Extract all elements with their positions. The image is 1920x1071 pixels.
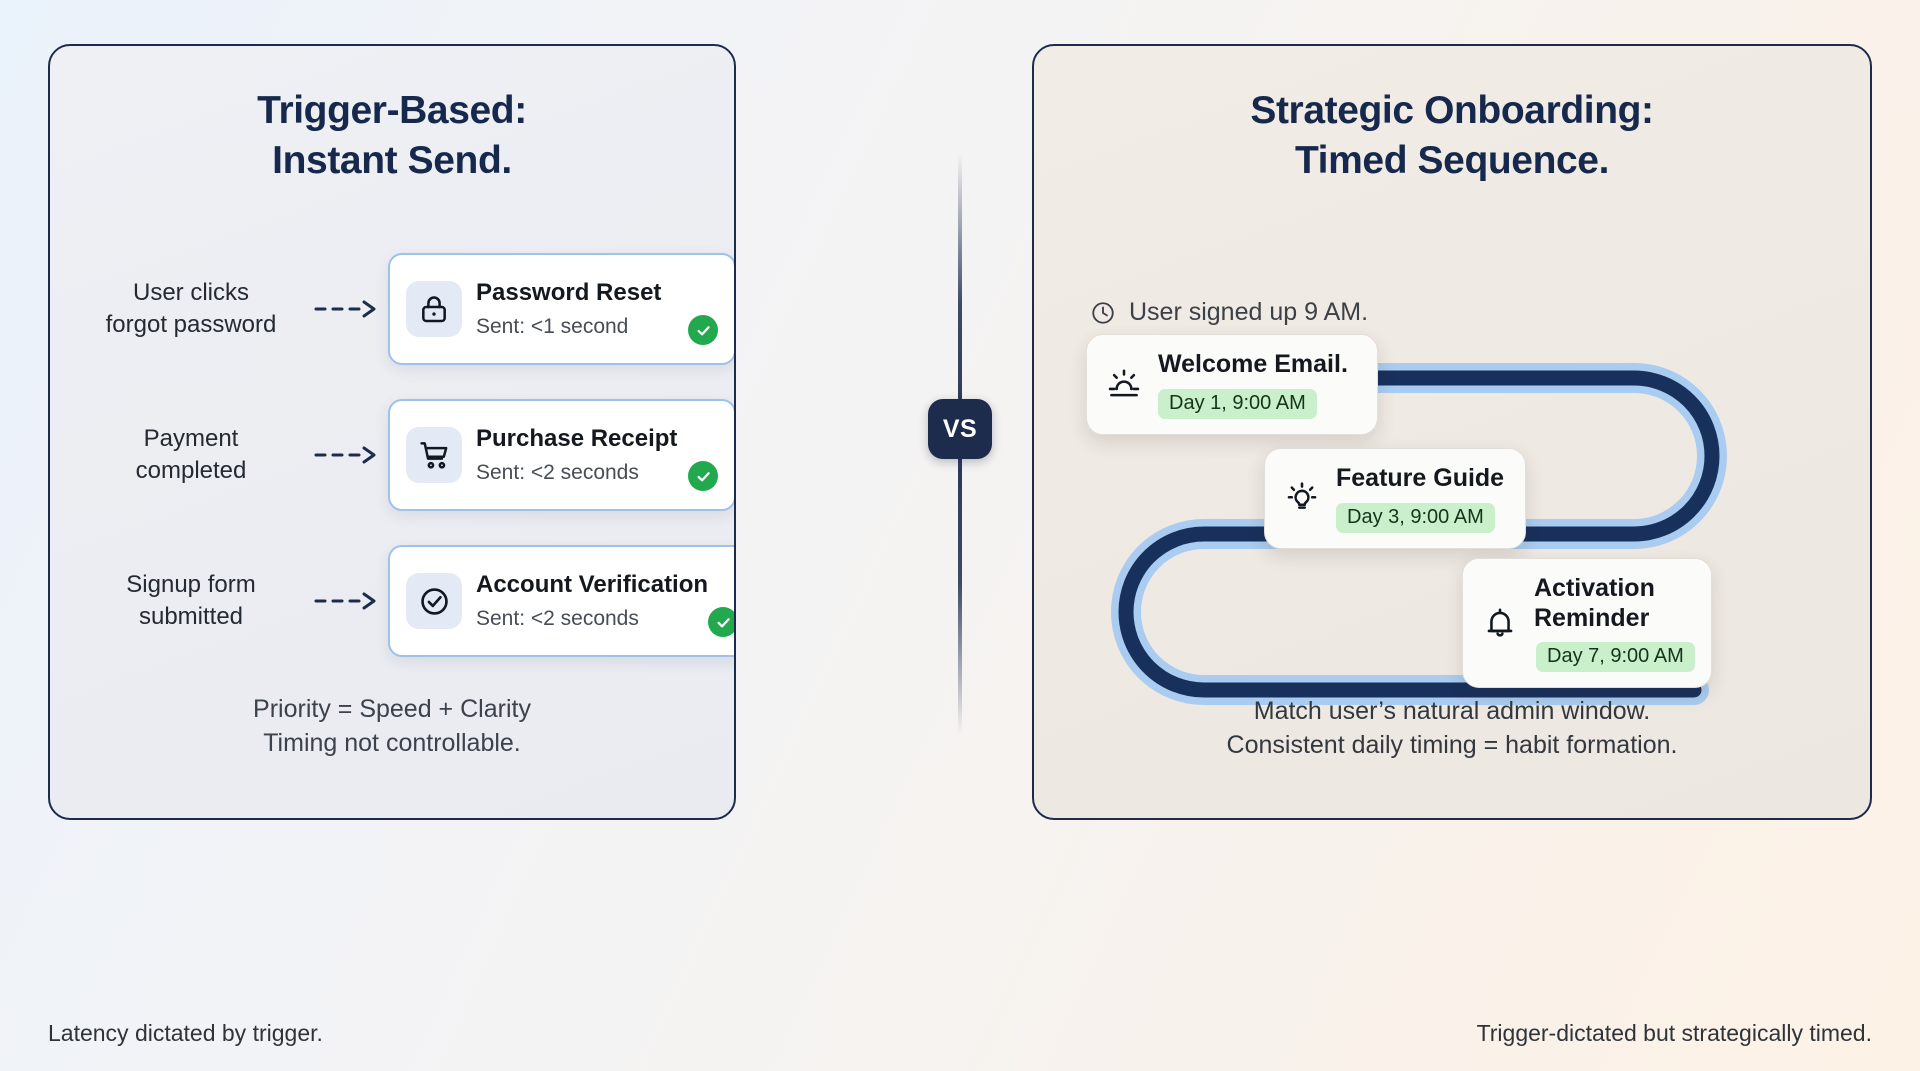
dashed-arrow-icon xyxy=(310,590,388,612)
vs-badge: VS xyxy=(928,399,992,459)
footer-caption-left: Latency dictated by trigger. xyxy=(48,1020,323,1046)
comparison-panels: Trigger-Based: Instant Send. User clicks… xyxy=(0,44,1920,820)
lock-icon xyxy=(406,281,462,337)
sequence-card-text: Feature Guide Day 3, 9:00 AM xyxy=(1336,464,1504,533)
left-panel-footnote: Priority = Speed + Clarity Timing not co… xyxy=(50,692,734,760)
right-footnote-line2: Consistent daily timing = habit formatio… xyxy=(1226,731,1678,759)
sequence-card-schedule-pill: Day 1, 9:00 AM xyxy=(1158,388,1317,419)
check-circle-icon xyxy=(688,461,718,491)
sequence-card-schedule-pill: Day 3, 9:00 AM xyxy=(1336,502,1495,533)
right-panel-title-line1: Strategic Onboarding: xyxy=(1250,89,1654,132)
sequence-card-text: Welcome Email. Day 1, 9:00 AM xyxy=(1158,350,1348,419)
left-panel-title-line2: Instant Send. xyxy=(272,138,512,182)
shopping-cart-icon xyxy=(406,427,462,483)
sequence-card-text: Activation Reminder Day 7, 9:00 AM xyxy=(1534,574,1695,672)
signup-note: User signed up 9 AM. xyxy=(1090,298,1368,327)
right-panel-title: Strategic Onboarding: Timed Sequence. xyxy=(1034,46,1870,186)
lightbulb-icon xyxy=(1282,478,1322,518)
right-footnote-line1: Match user’s natural admin window. xyxy=(1253,697,1651,725)
clock-icon xyxy=(1090,300,1116,326)
email-card[interactable]: Purchase Receipt Sent: <2 seconds xyxy=(388,399,734,511)
email-card-title: Password Reset xyxy=(476,278,662,306)
email-card-status: Sent: <2 seconds xyxy=(476,607,639,631)
email-card-status: Sent: <1 second xyxy=(476,315,629,339)
left-panel-trigger-based: Trigger-Based: Instant Send. User clicks… xyxy=(48,44,736,820)
trigger-label: Signup form submitted xyxy=(126,571,256,630)
check-circle-outline-icon xyxy=(406,573,462,629)
email-card-title: Account Verification xyxy=(476,570,709,598)
sequence-card-schedule-pill: Day 7, 9:00 AM xyxy=(1536,642,1695,672)
left-footnote-line1: Priority = Speed + Clarity xyxy=(253,695,531,723)
trigger-label: Payment completed xyxy=(135,425,247,484)
right-panel-strategic-onboarding: Strategic Onboarding: Timed Sequence. Us… xyxy=(1032,44,1872,820)
left-panel-title: Trigger-Based: Instant Send. xyxy=(50,46,734,186)
bell-icon xyxy=(1480,603,1520,643)
sequence-card[interactable]: Feature Guide Day 3, 9:00 AM xyxy=(1264,448,1526,549)
trigger-label: User clicks forgot password xyxy=(105,279,277,338)
trigger-row: User clicks forgot password xyxy=(50,236,734,382)
sequence-card[interactable]: Activation Reminder Day 7, 9:00 AM xyxy=(1462,558,1712,688)
timeline-sequence: Welcome Email. Day 1, 9:00 AM xyxy=(1034,334,1870,726)
check-circle-icon xyxy=(708,607,734,637)
signup-note-text: User signed up 9 AM. xyxy=(1129,298,1369,326)
email-card-title: Purchase Receipt xyxy=(476,424,678,452)
email-card[interactable]: Account Verification Sent: <2 seconds xyxy=(388,545,734,657)
dashed-arrow-icon xyxy=(310,444,388,466)
sequence-card[interactable]: Welcome Email. Day 1, 9:00 AM xyxy=(1086,334,1378,435)
right-panel-title-line2: Timed Sequence. xyxy=(1294,138,1610,182)
trigger-row: Signup form submitted xyxy=(50,528,734,674)
email-card[interactable]: Password Reset Sent: <1 second xyxy=(388,253,734,365)
footer-caption-right: Trigger-dictated but strategically timed… xyxy=(1476,1020,1872,1046)
sunrise-icon xyxy=(1104,364,1144,404)
left-panel-title-line1: Trigger-Based: xyxy=(257,89,527,132)
sequence-card-title: Welcome Email. xyxy=(1158,350,1348,378)
check-circle-icon xyxy=(688,315,718,345)
email-card-text: Password Reset Sent: <1 second xyxy=(476,279,688,340)
email-card-text: Account Verification Sent: <2 seconds xyxy=(476,571,708,632)
email-card-status: Sent: <2 seconds xyxy=(476,461,639,485)
left-footnote-line2: Timing not controllable. xyxy=(263,729,521,757)
right-panel-footnote: Match user’s natural admin window. Consi… xyxy=(1034,694,1870,762)
sequence-card-title: Activation Reminder xyxy=(1534,574,1655,632)
trigger-rows-list: User clicks forgot password xyxy=(50,236,734,674)
sequence-card-title: Feature Guide xyxy=(1336,464,1505,492)
trigger-row: Payment completed xyxy=(50,382,734,528)
email-card-text: Purchase Receipt Sent: <2 seconds xyxy=(476,425,688,486)
dashed-arrow-icon xyxy=(310,298,388,320)
